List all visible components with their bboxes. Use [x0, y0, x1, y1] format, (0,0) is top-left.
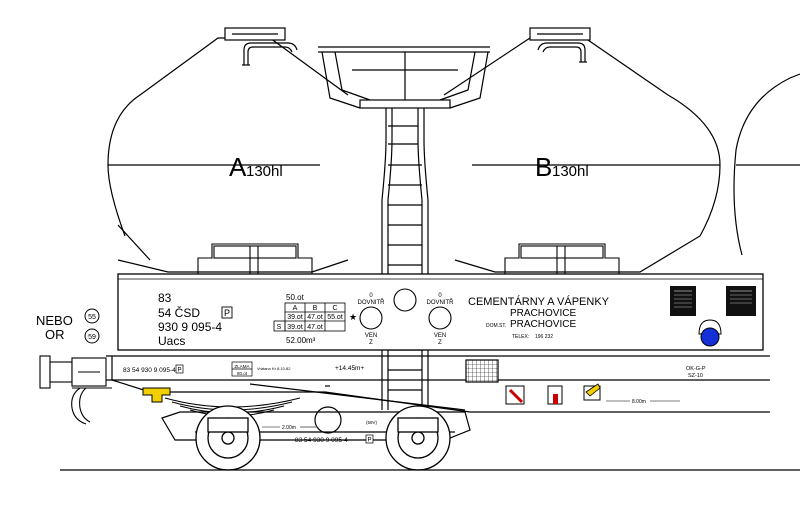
alt-code-59: 59	[88, 334, 96, 341]
dial-right-bottom: VEN	[434, 333, 446, 339]
manhole-circle	[393, 288, 417, 312]
load-top: 50.ot	[286, 293, 305, 302]
wagon-line-1: 83	[158, 291, 172, 305]
load-volume: 52.00m³	[286, 336, 316, 345]
frame-number-lower: 83 54 930 9 095-4	[295, 437, 348, 444]
hatch-b	[529, 27, 591, 41]
load-r1-b: 47.ot	[307, 314, 323, 321]
lever-box-1	[505, 385, 525, 405]
owner-city: PRACHOVICE	[510, 308, 576, 319]
dial-left-zero: 0	[369, 293, 373, 299]
owner-telex: 196 232	[535, 334, 553, 340]
load-r2-a: 39.ot	[287, 324, 303, 331]
brake-cylinder	[314, 406, 342, 434]
coupler-hook	[71, 387, 112, 425]
revision-box-bottom: 80.ot	[237, 371, 248, 376]
alt-code-55: 55	[88, 314, 96, 321]
lever-yellow	[583, 383, 601, 401]
coupling-yellow	[142, 387, 171, 403]
hopper-a-volume: 130hl	[246, 163, 283, 180]
owner-dom-label: DOM.ST.	[486, 323, 506, 329]
wagon-line-2: 54 ČSD	[158, 305, 200, 320]
frame-length: +14.45m+	[335, 365, 364, 372]
hopper-c-partial	[733, 73, 800, 256]
load-r1-a: 39.ot	[287, 314, 303, 321]
load-h-b: B	[313, 305, 318, 312]
info-plate-2	[726, 286, 756, 316]
dial-right-zero: 0	[438, 293, 442, 299]
frame-number: 83 54 930 9 095-4	[123, 367, 176, 374]
wagon-line-3: 930 9 095-4	[158, 320, 222, 334]
revision-text: Vrátano Kr 8.10.82	[257, 366, 291, 371]
dial-left-top: DOVNITŘ	[358, 298, 386, 306]
frame-p-mark: P	[177, 368, 181, 374]
dial-left	[359, 306, 383, 330]
buffer-left	[39, 355, 107, 389]
vent-grille	[465, 359, 499, 383]
frame-solebar	[106, 355, 770, 413]
hopper-a	[107, 37, 349, 273]
owner-telex-label: TELEX:	[512, 334, 529, 340]
wagon-line-4: Uacs	[158, 334, 185, 348]
ladder	[381, 108, 429, 410]
loading-platform	[318, 46, 490, 109]
hatch-a	[224, 27, 286, 41]
wheel-right	[385, 405, 451, 471]
dim-right: 8.00m	[632, 399, 646, 405]
frame-right-code-top: OK-G-P	[686, 366, 706, 372]
alt-nebo: NEBO	[36, 313, 73, 328]
load-r1-c: 55.ot	[327, 314, 343, 321]
lever-box-2	[547, 385, 563, 405]
wagon-p-mark: P	[224, 308, 230, 318]
hopper-b-volume: 130hl	[552, 163, 589, 180]
load-h-c: C	[332, 305, 337, 312]
dial-right	[428, 306, 452, 330]
frame-p-mark-lower: P	[367, 438, 371, 444]
load-r2-b: 47.ot	[307, 324, 323, 331]
frame-small-code: (59V)	[366, 420, 378, 425]
alt-or: OR	[45, 327, 65, 342]
load-table	[273, 302, 346, 332]
wheel-left	[195, 405, 261, 471]
revision-box	[231, 361, 253, 377]
dim-left: 2.00m	[282, 425, 296, 431]
loading-pipes	[242, 42, 587, 66]
dial-left-z: Z	[369, 340, 373, 346]
hopper-b	[443, 37, 721, 273]
load-r2-label: S	[277, 324, 282, 331]
blue-marker	[698, 319, 722, 347]
frame-right-code-bottom: SZ-10	[688, 373, 703, 379]
hopper-b-letter: B	[535, 152, 552, 182]
owner-company: CEMENTÁRNY A VÁPENKY	[468, 295, 610, 308]
revision-box-top: ZLAMA	[234, 364, 249, 369]
owner-home-station: PRACHOVICE	[510, 319, 576, 330]
dial-right-top: DOVNITŘ	[427, 298, 455, 306]
load-star: ★	[349, 312, 357, 322]
dial-right-z: Z	[438, 340, 442, 346]
hopper-a-letter: A	[229, 152, 247, 182]
dial-left-bottom: VEN	[365, 333, 377, 339]
info-plate-1	[670, 286, 696, 316]
load-h-a: A	[293, 305, 298, 312]
